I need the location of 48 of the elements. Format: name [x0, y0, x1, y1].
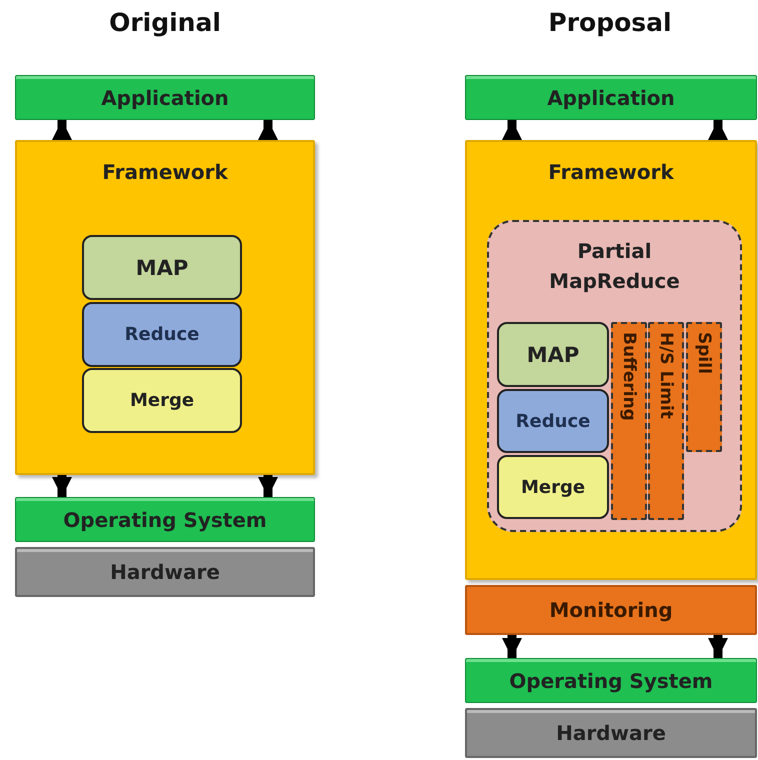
node-label: Application	[101, 86, 229, 110]
node-label: H/S Limit	[656, 332, 676, 419]
group-box	[487, 220, 742, 532]
node-label: MAP	[136, 256, 188, 280]
framework-box	[465, 140, 757, 580]
node-label: Partial MapReduce	[548, 238, 681, 295]
process-box	[82, 302, 242, 367]
node-label: Merge	[130, 390, 194, 411]
arrow	[708, 120, 728, 140]
arrow	[258, 120, 278, 140]
node-label: Merge	[520, 476, 586, 498]
layer-bar	[15, 547, 315, 597]
process-box	[497, 322, 609, 387]
arrow	[52, 120, 72, 140]
layer-bar	[465, 585, 757, 635]
node-label: Reduce	[124, 324, 200, 345]
node-label: Application	[547, 86, 675, 110]
process-box	[497, 455, 609, 519]
layer-bar	[465, 708, 757, 758]
arrow	[502, 120, 522, 140]
process-box	[82, 368, 242, 433]
node-label: Reduce	[516, 410, 590, 432]
arrow	[52, 475, 72, 497]
arrow	[502, 635, 522, 658]
node-label: Framework	[548, 160, 674, 184]
node-label: Spill	[694, 332, 714, 374]
extension-bar	[611, 322, 647, 520]
panel-title: Original	[109, 8, 221, 37]
framework-box	[15, 140, 315, 475]
node-label: Operating System	[63, 508, 267, 532]
node-label: MAP	[526, 342, 580, 366]
arrow	[708, 635, 728, 658]
extension-bar	[686, 322, 722, 452]
node-label: Hardware	[110, 560, 220, 584]
arrow	[258, 475, 278, 497]
process-box	[82, 235, 242, 300]
extension-bar	[648, 322, 684, 520]
node-label: Operating System	[509, 668, 713, 692]
node-label: Hardware	[556, 721, 666, 745]
panel-title: Proposal	[548, 8, 672, 37]
node-label: Framework	[102, 160, 228, 184]
layer-bar	[15, 497, 315, 542]
layer-bar	[15, 75, 315, 120]
layer-bar	[465, 658, 757, 703]
layer-bar	[465, 75, 757, 120]
node-label: Buffering	[619, 332, 639, 421]
process-box	[497, 389, 609, 453]
node-label: Monitoring	[549, 598, 673, 622]
